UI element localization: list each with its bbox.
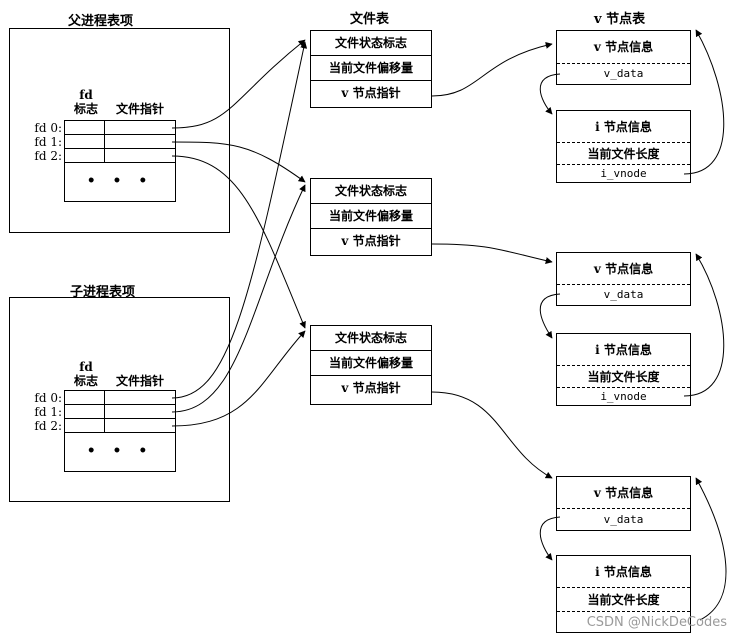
child-fd0-label: fd 0: <box>34 391 62 405</box>
child-fd-row-1 <box>65 405 175 419</box>
parent-fd-head-line2: 标志 <box>73 102 98 116</box>
parent-fd-flag-header: fd 标志 <box>66 88 106 116</box>
child-fd2-label: fd 2: <box>34 419 62 433</box>
vnode-2-info: v 节点信息 <box>557 253 690 285</box>
child-file-ptr-header: 文件指针 <box>115 374 164 388</box>
vnode-2-data: v_data <box>603 288 644 301</box>
file-table-entry-2: 文件状态标志 当前文件偏移量 v 节点指针 <box>310 178 432 256</box>
vnode-1: v 节点信息 v_data <box>556 30 691 85</box>
parent-fd-head-line1: fd <box>79 88 93 102</box>
parent-file-ptr-header: 文件指针 <box>115 102 164 116</box>
child-fd-row-2 <box>65 419 175 433</box>
file-table-entry-3: 文件状态标志 当前文件偏移量 v 节点指针 <box>310 325 432 405</box>
vnode-3-data: v_data <box>603 513 644 526</box>
child-fd1-label: fd 1: <box>34 405 62 419</box>
inode-2-info: i 节点信息 <box>557 334 690 366</box>
arrow-parent-fd1-to-file2 <box>171 141 306 183</box>
parent-fd2-label: fd 2: <box>34 149 62 163</box>
arrow-ivnode2-to-vnode2 <box>683 253 725 397</box>
file-entry-3-vptr: v 节点指针 <box>341 381 401 395</box>
file-entry-3-status: 文件状态标志 <box>311 326 431 351</box>
inode-2-size: 当前文件长度 <box>557 366 690 388</box>
vnode-table-title: v 节点表 <box>594 12 646 27</box>
child-fd-head-line1: fd <box>79 360 93 374</box>
arrow-parent-fd2-to-file3 <box>171 155 306 329</box>
child-fd-row-0 <box>65 391 175 405</box>
arrow-file2-to-vnode2 <box>431 243 553 264</box>
file-entry-1-vptr: v 节点指针 <box>341 86 401 100</box>
file-table-title: 文件表 <box>350 12 390 27</box>
arrow-vdata1-to-inode1 <box>539 73 561 115</box>
file-entry-3-offset: 当前文件偏移量 <box>311 351 431 376</box>
inode-1-vnode: i_vnode <box>600 167 647 180</box>
file-entry-2-vptr: v 节点指针 <box>341 234 401 248</box>
arrow-ivnode1-to-vnode1 <box>683 29 725 175</box>
vnode-2: v 节点信息 v_data <box>556 252 691 306</box>
child-title: 子进程表项 <box>70 285 136 300</box>
inode-3-info: i 节点信息 <box>557 556 690 588</box>
file-entry-2-status: 文件状态标志 <box>311 179 431 204</box>
parent-fd-row-0 <box>65 121 175 135</box>
child-fd-ellipsis: • • • <box>86 443 154 459</box>
arrow-vdata3-to-inode3 <box>539 516 561 561</box>
parent-title: 父进程表项 <box>68 14 134 29</box>
inode-1-info: i 节点信息 <box>557 111 690 143</box>
watermark-text: CSDN @NickDeCodes <box>586 615 727 630</box>
file-entry-1-status: 文件状态标志 <box>311 31 431 56</box>
file-table-entry-1: 文件状态标志 当前文件偏移量 v 节点指针 <box>310 30 432 108</box>
parent-fd1-label: fd 1: <box>34 135 62 149</box>
inode-1: i 节点信息 当前文件长度 i_vnode <box>556 110 691 183</box>
parent-fd0-label: fd 0: <box>34 121 62 135</box>
inode-3: i 节点信息 当前文件长度 <box>556 555 691 633</box>
arrow-vdata2-to-inode2 <box>539 293 561 339</box>
parent-fd-ellipsis: • • • <box>86 173 154 189</box>
file-entry-2-offset: 当前文件偏移量 <box>311 204 431 229</box>
arrow-parent-fd0-to-file1 <box>171 39 306 129</box>
arrow-child-fd2-to-file3 <box>171 330 306 427</box>
inode-1-size: 当前文件长度 <box>557 143 690 165</box>
inode-3-size: 当前文件长度 <box>557 588 690 612</box>
vnode-3: v 节点信息 v_data <box>556 476 691 531</box>
vnode-1-info: v 节点信息 <box>557 31 690 64</box>
parent-fd-table: • • • <box>64 120 176 202</box>
arrow-file3-to-vnode3 <box>431 391 553 479</box>
file-entry-1-offset: 当前文件偏移量 <box>311 56 431 81</box>
child-fd-flag-header: fd 标志 <box>66 360 106 388</box>
child-fd-table: • • • <box>64 390 176 472</box>
inode-2-vnode: i_vnode <box>600 390 647 403</box>
arrow-ivnode3-to-vnode3 <box>695 477 727 621</box>
arrow-child-fd1-to-file2 <box>171 184 306 413</box>
child-fd-head-line2: 标志 <box>73 374 98 388</box>
vnode-1-data: v_data <box>603 67 644 80</box>
arrow-file1-to-vnode1 <box>431 41 553 97</box>
inode-2: i 节点信息 当前文件长度 i_vnode <box>556 333 691 406</box>
vnode-3-info: v 节点信息 <box>557 477 690 509</box>
parent-fd-row-1 <box>65 135 175 149</box>
arrow-child-fd0-to-file1 <box>171 41 308 399</box>
parent-fd-row-2 <box>65 149 175 163</box>
